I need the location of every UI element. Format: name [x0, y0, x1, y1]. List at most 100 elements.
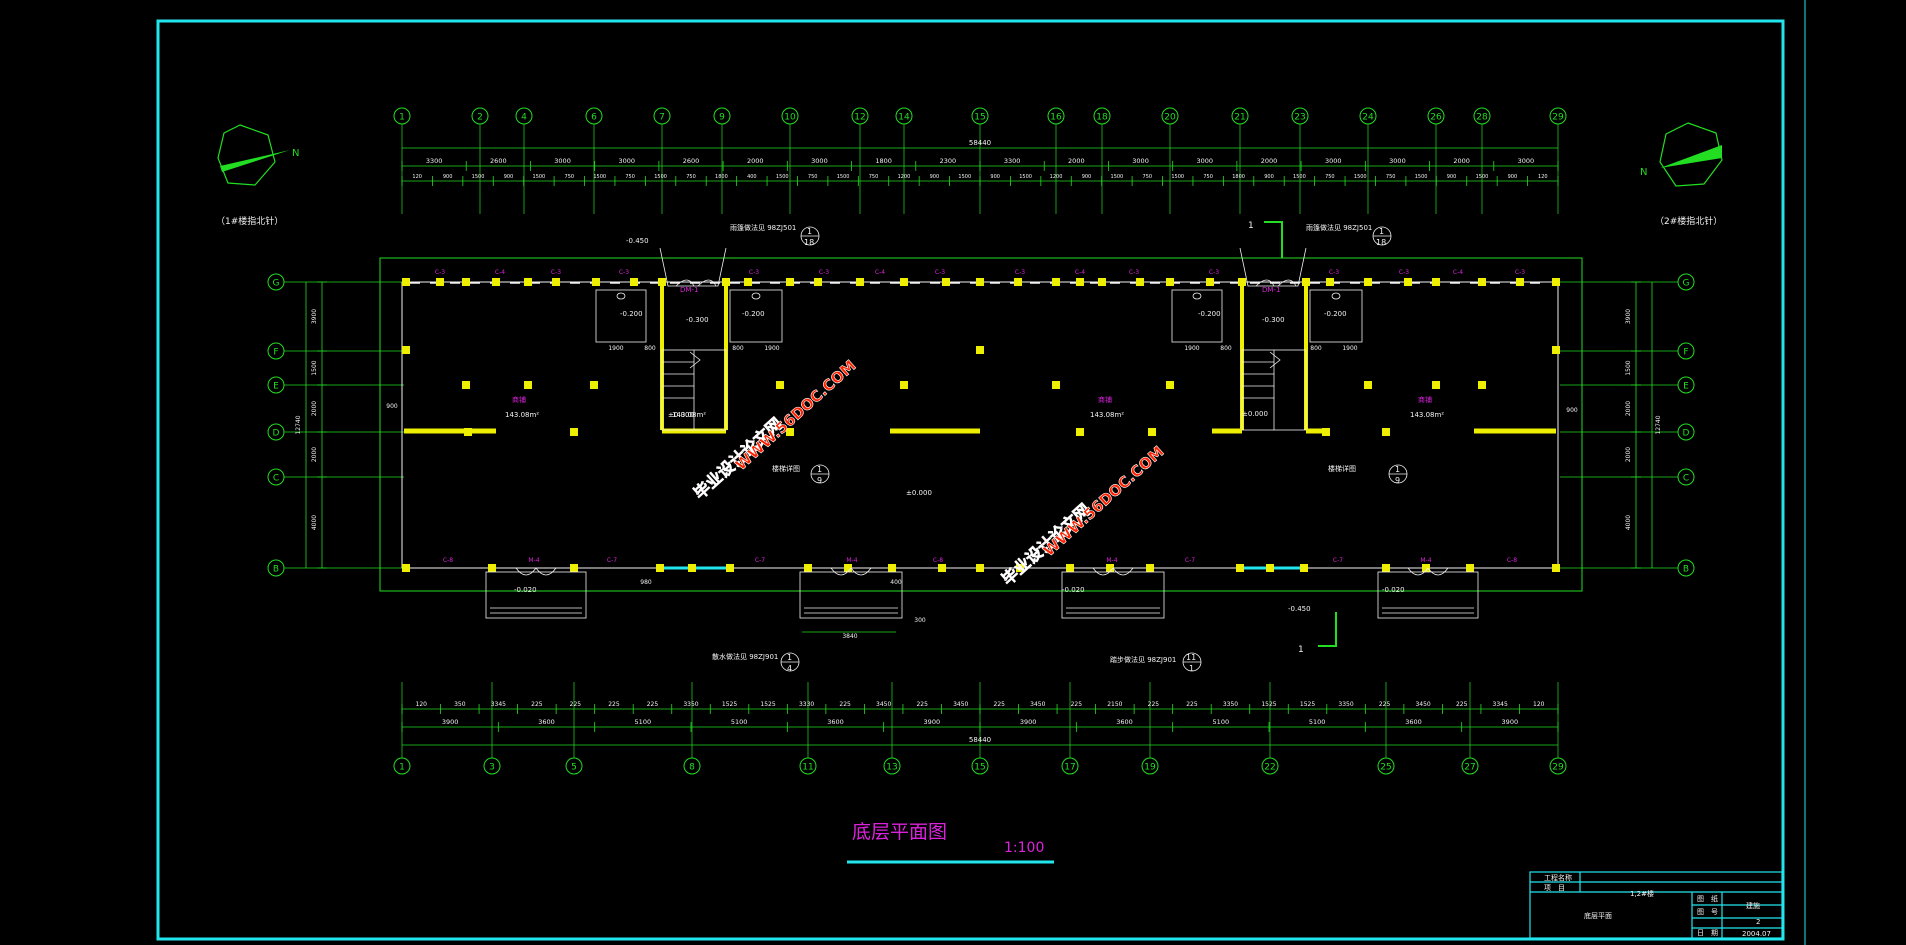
column-inner-3 [524, 381, 532, 389]
dim-top-total: 58440 [969, 139, 991, 147]
dim-left-value: 2000 [311, 447, 318, 462]
dim-top-row2-value: 1200 [898, 174, 911, 180]
dim-top-row1-value: 2600 [683, 157, 700, 165]
top-axis-16-label: 16 [1050, 113, 1062, 123]
window-label-bottom-4: M-4 [846, 557, 857, 564]
title-block-text: 工程名称 项 目 1,2#楼 底层平面 图 纸 建施 图 号 2 日 期 200… [1544, 873, 1771, 938]
building-walls [379, 257, 1583, 592]
dim-800-a: 800 [644, 345, 656, 352]
dim-top-row2-value: 1500 [533, 174, 546, 180]
window-label-top-9: C-4 [1075, 269, 1085, 276]
dim-top-row1-value: 3000 [1518, 157, 1535, 165]
dim-top-row1-value: 2000 [747, 157, 764, 165]
svg-text:18: 18 [804, 238, 814, 247]
dim-bottom-row1-value: 350 [454, 701, 466, 708]
left-axis-B-label: B [273, 565, 279, 575]
dim-bottom-row1-value: 3345 [491, 701, 506, 708]
bottom-axis-3-label: 3 [489, 763, 495, 773]
dim-bottom-row1-value: 225 [1186, 701, 1198, 708]
bottom-axis-1-label: 1 [399, 763, 405, 773]
dim-1900-c: 1900 [1184, 345, 1199, 352]
column-bottom-20 [1466, 564, 1474, 572]
window-label-bottom-10: C-8 [1507, 557, 1517, 564]
top-axis-2-label: 2 [477, 113, 483, 123]
north-arrow-right: N （2#楼指北针） [1640, 122, 1723, 227]
svg-text:1: 1 [787, 653, 792, 662]
dim-bottom-row1-value: 225 [531, 701, 543, 708]
column-bottom-15 [1236, 564, 1244, 572]
dim-bottom-row1-value: 225 [1456, 701, 1468, 708]
bottom-axis-29-label: 29 [1552, 763, 1564, 773]
window-label-bottom-8: C-7 [1333, 557, 1343, 564]
dim-top-row2-value: 900 [1447, 174, 1457, 180]
column-bottom-13 [1106, 564, 1114, 572]
window-label-top-1: C-4 [495, 269, 505, 276]
elev-neg020-3: -0.020 [1382, 586, 1405, 594]
wall-inner-line [401, 281, 1559, 569]
svg-text:4: 4 [787, 664, 792, 673]
dim-1900-b: 1900 [764, 345, 779, 352]
top-axis-15-label: 15 [974, 113, 985, 123]
dim-top-row2-value: 1500 [1111, 174, 1124, 180]
column-top-21 [1136, 278, 1144, 286]
dim-bottom-row2-value: 5100 [1309, 718, 1326, 726]
window-label-top-10: C-3 [1129, 269, 1139, 276]
room-area-center-left: 143.08m² [672, 411, 706, 419]
tb-r1-value: 建施 [1746, 901, 1760, 910]
column-bottom-16 [1266, 564, 1274, 572]
column-inner-5 [776, 381, 784, 389]
toilet-fixture-1 [751, 292, 761, 300]
column-top-30 [1478, 278, 1486, 286]
dim-top-row2-value: 1800 [1232, 174, 1245, 180]
column-bottom-9 [938, 564, 946, 572]
top-axis-14-label: 14 [898, 113, 910, 123]
column-top-16 [976, 278, 984, 286]
dim-top-row1-value: 3000 [1132, 157, 1149, 165]
dim-bottom-row1-value: 3345 [1493, 701, 1508, 708]
column-bottom-19 [1422, 564, 1430, 572]
column-top-2 [462, 278, 470, 286]
top-axis-20-label: 20 [1164, 113, 1176, 123]
dim-bottom-row1-value: 1525 [722, 701, 737, 708]
note-canopy-left: 雨篷做法见 98ZJ501 [730, 223, 796, 232]
window-label-bottom-9: M-4 [1420, 557, 1431, 564]
tb-item-label: 项 目 [1544, 884, 1565, 892]
top-axis-28-label: 28 [1476, 113, 1488, 123]
dim-bottom-row2-value: 3900 [442, 718, 459, 726]
dim-top-row2-value: 900 [443, 174, 453, 180]
window-label-top-8: C-3 [1015, 269, 1025, 276]
dim-top-row2-value: 900 [990, 174, 1000, 180]
column-bottom-12 [1066, 564, 1074, 572]
column-top-17 [1014, 278, 1022, 286]
column-bottom-5 [726, 564, 734, 572]
step-outline-1 [799, 571, 903, 619]
elev-zero-right: ±0.000 [1242, 410, 1268, 418]
column-top-5 [552, 278, 560, 286]
column-inner-16 [1382, 428, 1390, 436]
window-label-top-14: C-4 [1453, 269, 1463, 276]
elev-neg200-left2: -0.200 [742, 310, 765, 318]
dim-top-row1-value: 2000 [1068, 157, 1085, 165]
column-top-4 [524, 278, 532, 286]
drawing-title: 底层平面图 [852, 821, 947, 843]
left-axis-G-label: G [273, 279, 280, 289]
column-top-0 [402, 278, 410, 286]
dim-bottom-row1-value: 3450 [1030, 701, 1045, 708]
top-axis-23-label: 23 [1294, 113, 1305, 123]
dim-top-row2-value: 400 [747, 174, 757, 180]
north-arrow-right-label: （2#楼指北针） [1655, 215, 1722, 227]
svg-text:9: 9 [1395, 476, 1400, 485]
column-inner-18 [1322, 428, 1330, 436]
column-bottom-7 [844, 564, 852, 572]
toilet-room-2 [1171, 289, 1223, 343]
dim-right-value: 2000 [1625, 401, 1632, 416]
right-axis-B-label: B [1683, 565, 1689, 575]
dim-top-row2-value: 1500 [1354, 174, 1367, 180]
column-inner-12 [1478, 381, 1486, 389]
svg-text:1: 1 [1379, 227, 1384, 236]
dim-right-value: 4000 [1625, 515, 1632, 530]
dim-top-row1-value: 3000 [1389, 157, 1406, 165]
column-top-3 [492, 278, 500, 286]
dim-bottom-row1-value: 225 [647, 701, 659, 708]
